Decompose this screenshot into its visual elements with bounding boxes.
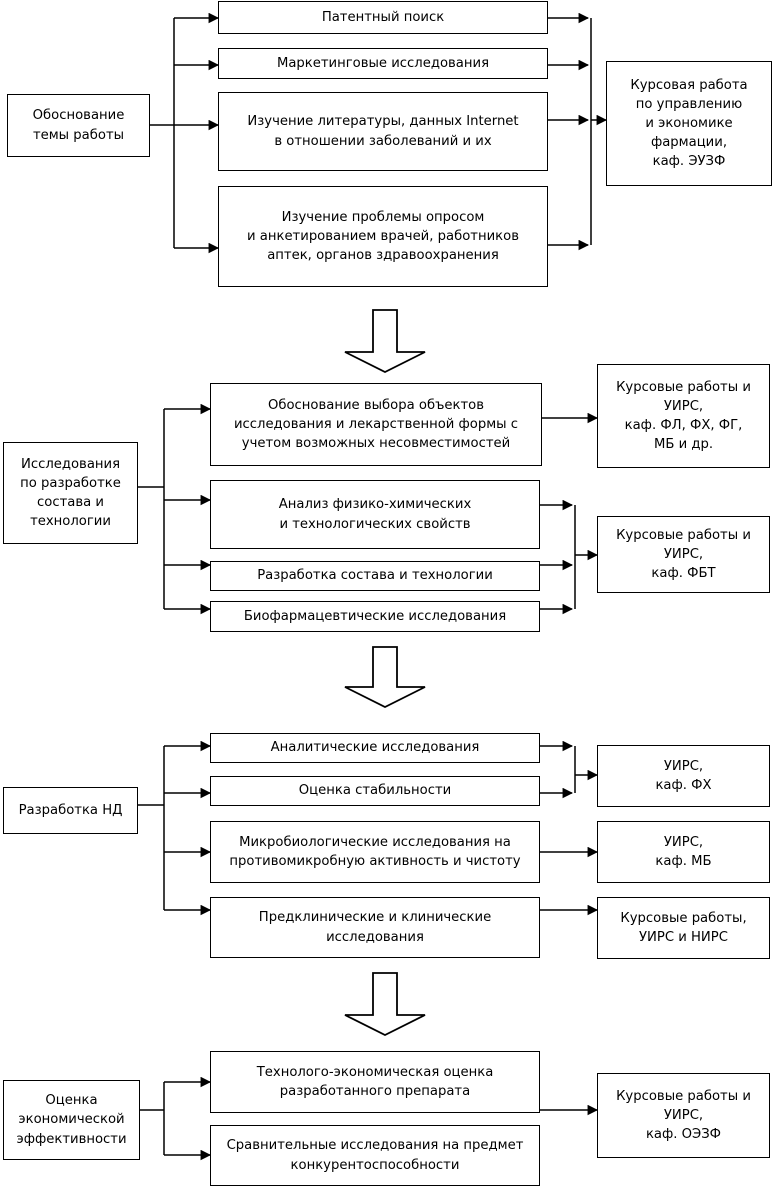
section-2-output-1: Курсовые работы и УИРС, каф. ФЛ, ФХ, ФГ,…: [597, 364, 770, 468]
section-3-output-2: УИРС, каф. МБ: [597, 821, 770, 883]
section-4-source-box: Оценка экономической эффективности: [3, 1080, 140, 1160]
section-4-output-1: Курсовые работы и УИРС, каф. ОЭЗФ: [597, 1073, 770, 1158]
section-2-output-2: Курсовые работы и УИРС, каф. ФБТ: [597, 516, 770, 593]
section-2-task-3: Разработка состава и технологии: [210, 561, 540, 591]
section-3-source-box: Разработка НД: [3, 787, 138, 834]
section-1-source-box: Обоснование темы работы: [7, 94, 150, 157]
section-3-task-4: Предклинические и клинические исследован…: [210, 897, 540, 958]
section-3-output-1: УИРС, каф. ФХ: [597, 745, 770, 807]
section-transition-arrow-3: [344, 972, 426, 1037]
section-1-output-1: Курсовая работа по управлению и экономик…: [606, 61, 772, 186]
section-2-task-2: Анализ физико-химических и технологическ…: [210, 480, 540, 549]
section-2-source-box: Исследования по разработке состава и тех…: [3, 442, 138, 544]
section-3-task-2: Оценка стабильности: [210, 776, 540, 806]
section-3-task-1: Аналитические исследования: [210, 733, 540, 763]
section-1-task-1: Патентный поиск: [218, 1, 548, 34]
section-1-task-3: Изучение литературы, данных Internet в о…: [218, 92, 548, 171]
section-4-task-2: Сравнительные исследования на предмет ко…: [210, 1125, 540, 1186]
section-2-task-4: Биофармацевтические исследования: [210, 601, 540, 632]
section-3-task-3: Микробиологические исследования на проти…: [210, 821, 540, 883]
section-3-output-3: Курсовые работы, УИРС и НИРС: [597, 897, 770, 959]
section-transition-arrow-1: [344, 309, 426, 374]
section-transition-arrow-2: [344, 646, 426, 709]
section-4-task-1: Технолого-экономическая оценка разработа…: [210, 1051, 540, 1113]
section-2-task-1: Обоснование выбора объектов исследования…: [210, 383, 542, 466]
section-1-task-4: Изучение проблемы опросом и анкетировани…: [218, 186, 548, 287]
section-1-task-2: Маркетинговые исследования: [218, 48, 548, 79]
